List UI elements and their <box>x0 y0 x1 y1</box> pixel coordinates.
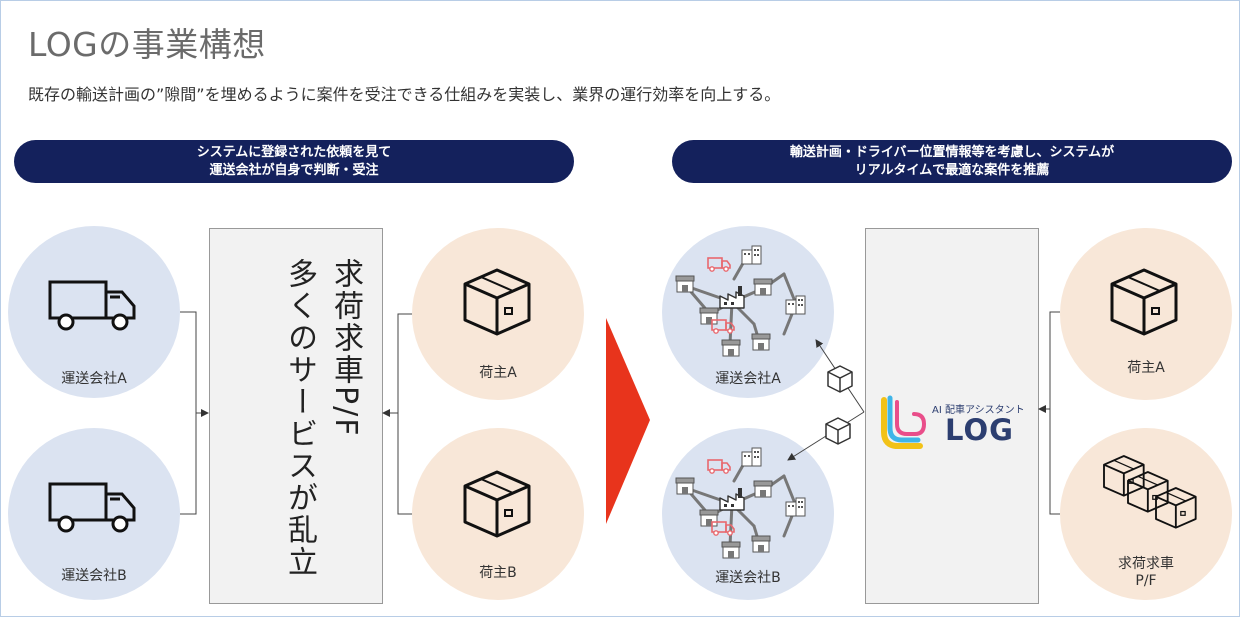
left-banner: システムに登録された依頼を見て 運送会社が自身で判断・受注 <box>14 140 574 183</box>
left-banner-text: システムに登録された依頼を見て 運送会社が自身で判断・受注 <box>196 144 392 178</box>
log-brand-subtitle: AI 配車アシスタント <box>932 405 1025 416</box>
left-platform-text: 求荷求車P/F 多くのサービスが乱立 <box>282 258 363 578</box>
box-icon <box>463 268 531 336</box>
left-shipper-b-label: 荷主B <box>479 565 517 581</box>
network-icon <box>676 448 805 558</box>
log-brand-name: LOG <box>945 413 1014 447</box>
box-icon <box>1110 268 1178 336</box>
left-platform-panel <box>209 228 383 604</box>
box-icon <box>827 365 853 393</box>
left-carrier-b-circle <box>8 428 180 600</box>
transition-arrow-icon <box>606 318 650 524</box>
right-shipper-b-circle <box>1060 428 1232 600</box>
right-shipper-a-label: 荷主A <box>1127 360 1165 376</box>
box-icon <box>825 417 851 445</box>
network-icon <box>676 246 805 356</box>
right-carrier-b-label: 運送会社B <box>715 570 781 586</box>
left-carrier-connector <box>180 311 209 515</box>
boxes-icon <box>1103 455 1197 529</box>
left-carrier-a-label: 運送会社A <box>61 371 127 387</box>
left-shipper-a-label: 荷主A <box>479 365 517 381</box>
right-banner: 輸送計画・ドライバー位置情報等を考慮し、システムが リアルタイムで最適な案件を推… <box>672 140 1232 183</box>
right-banner-text: 輸送計画・ドライバー位置情報等を考慮し、システムが リアルタイムで最適な案件を推… <box>789 144 1115 178</box>
page-subtitle: 既存の輸送計画の”隙間”を埋めるように案件を受注できる仕組みを実装し、業界の運行… <box>28 85 781 104</box>
left-shipper-connector <box>382 313 412 515</box>
left-carrier-a-circle <box>8 226 180 398</box>
right-shipper-a-circle <box>1060 228 1232 400</box>
left-carrier-b-label: 運送会社B <box>61 568 127 584</box>
log-logo-icon <box>881 395 927 449</box>
right-carrier-a-label: 運送会社A <box>715 371 781 387</box>
recommend-arrows <box>787 339 865 461</box>
right-shipper-connector <box>1038 311 1060 515</box>
truck-icon <box>48 280 136 331</box>
right-shipper-b-label: 求荷求車 P/F <box>1118 556 1174 589</box>
box-icon <box>463 470 531 538</box>
truck-icon <box>48 482 136 533</box>
page-title: LOGの事業構想 <box>28 25 266 64</box>
right-log-panel <box>865 228 1039 604</box>
